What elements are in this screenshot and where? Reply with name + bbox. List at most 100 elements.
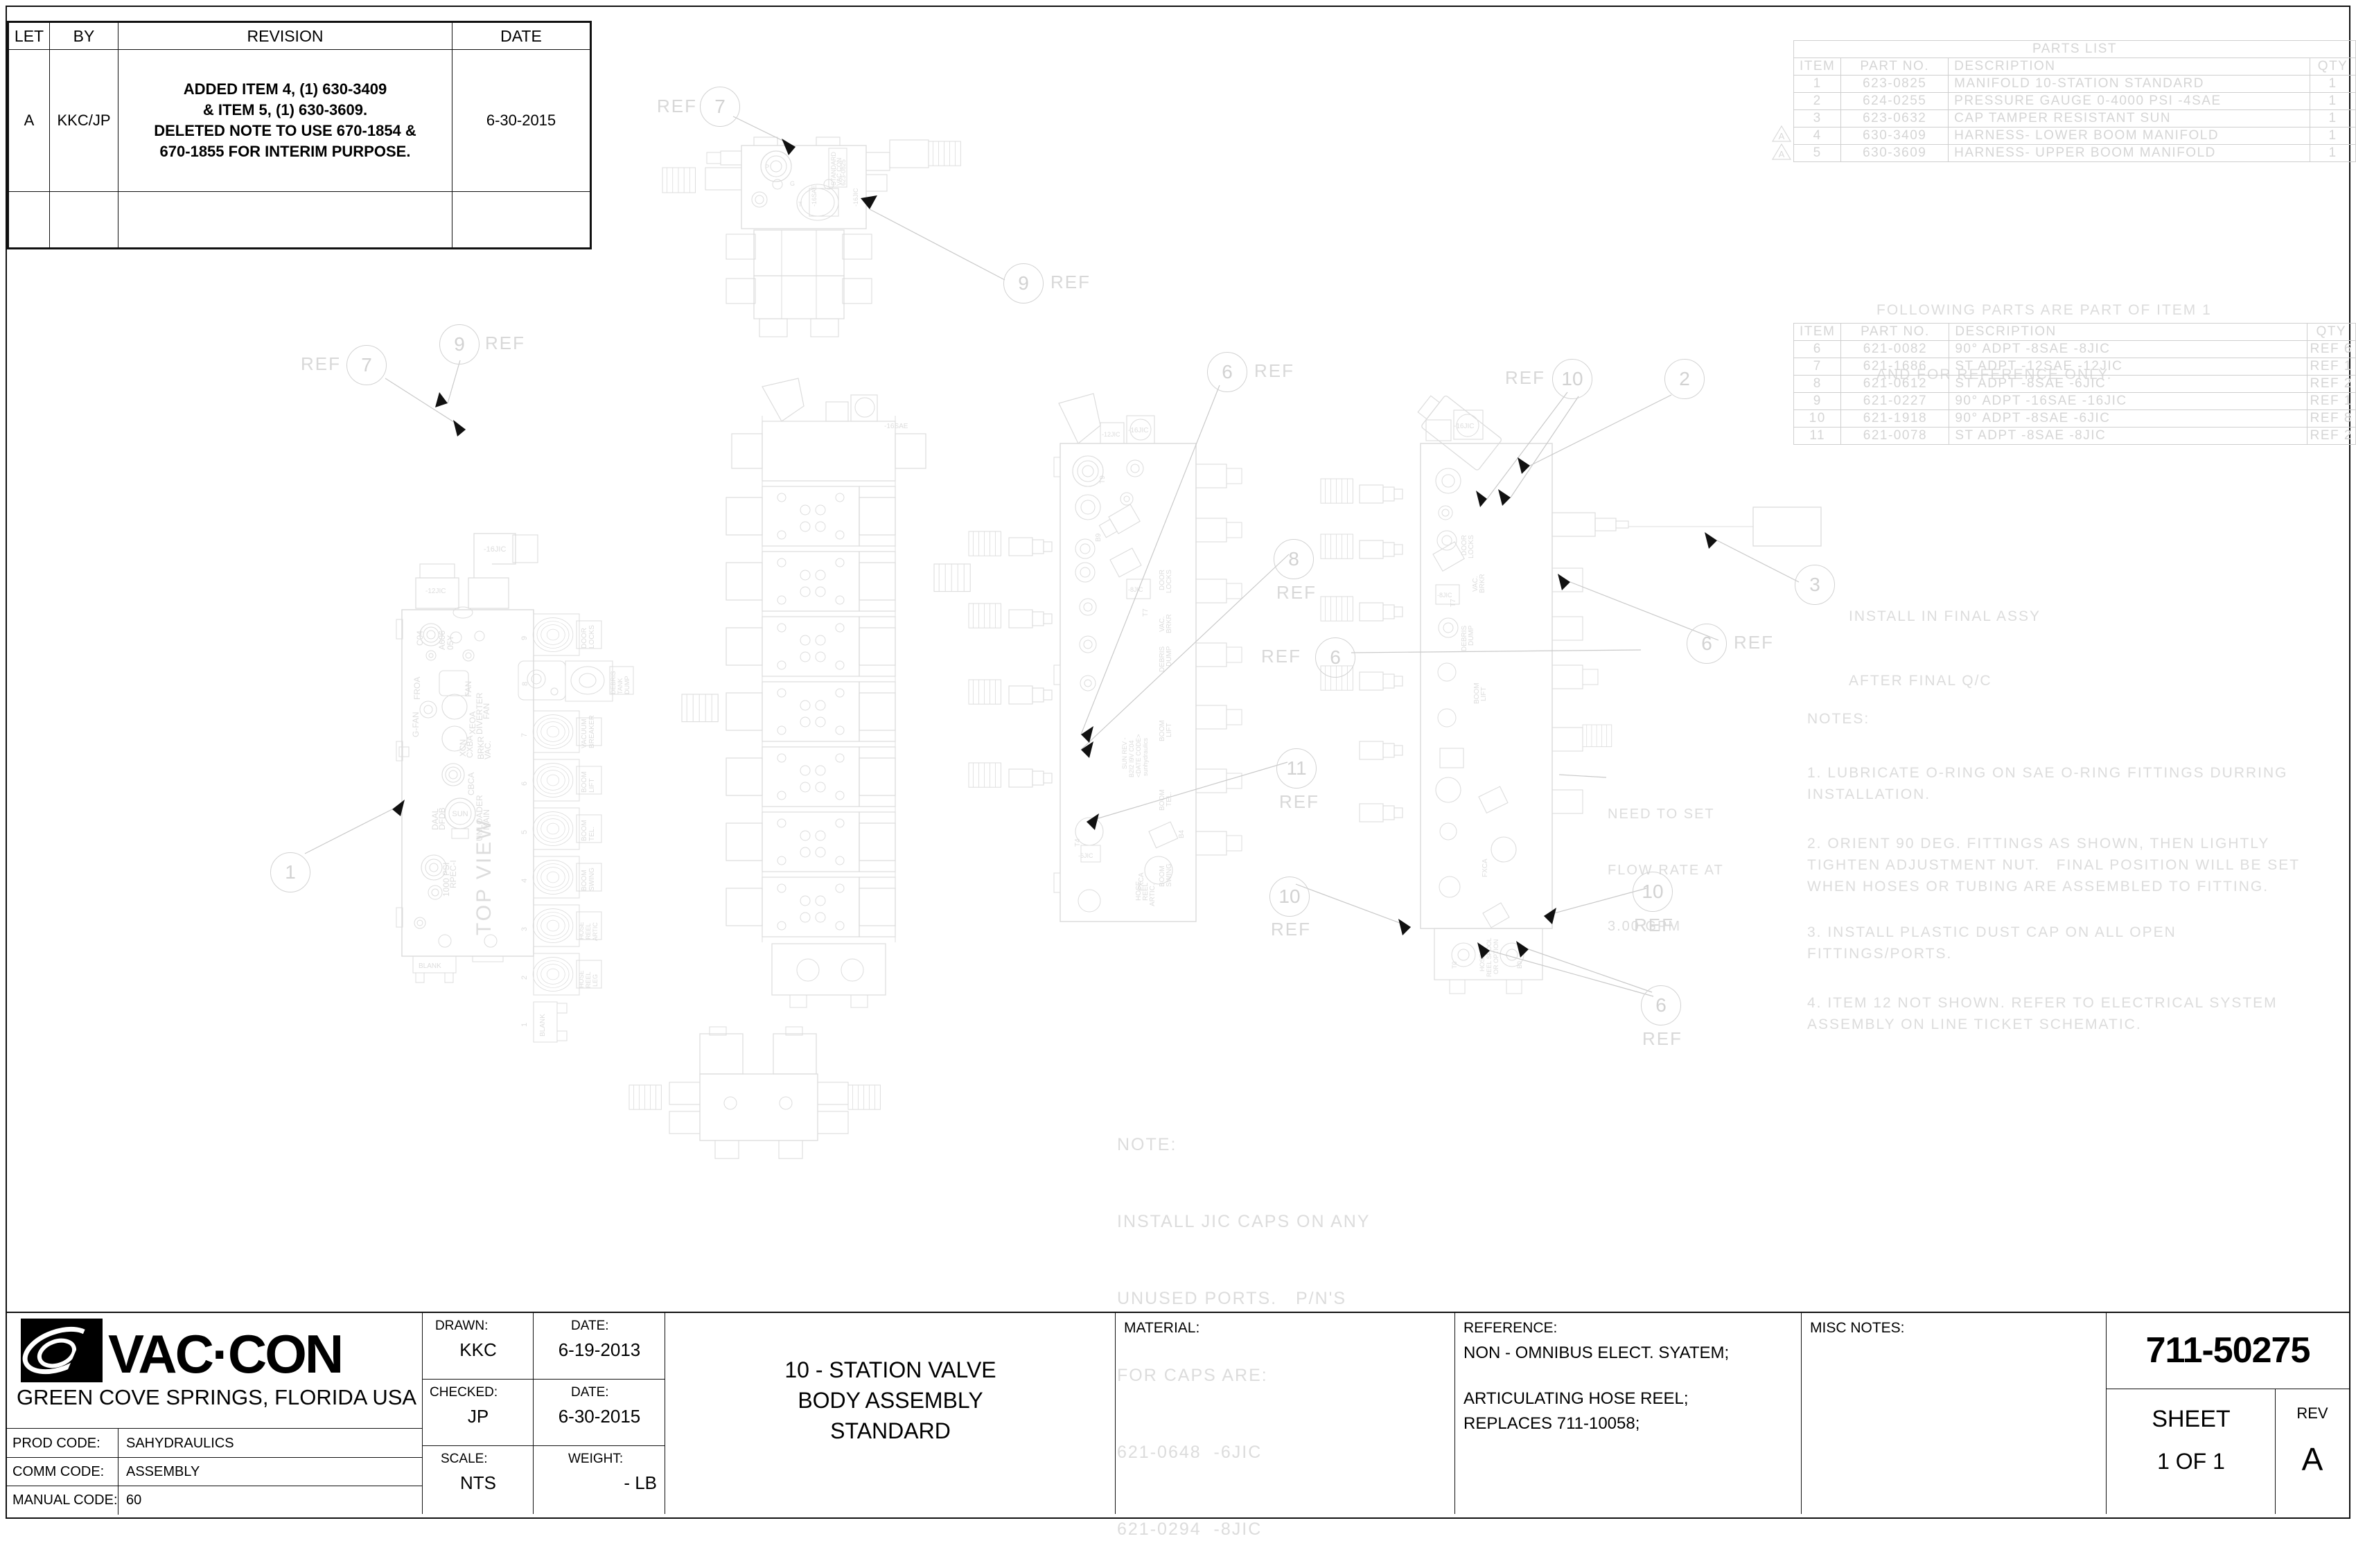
ref-parts-qty: REF 2 xyxy=(2306,427,2356,445)
svg-text:DOOR: DOOR xyxy=(1461,535,1468,556)
ref-parts-row: 7 621-1686 ST ADPT -12SAE -12JIC REF 1 xyxy=(1793,358,2356,376)
balloon-10-lower-left[interactable]: 10 xyxy=(1269,877,1310,917)
revision-empty-let xyxy=(8,191,50,248)
svg-text:3: 3 xyxy=(520,927,529,931)
svg-text:A: A xyxy=(1779,131,1785,141)
svg-text:T0: T0 xyxy=(1451,961,1458,969)
parts-list-row: 2 624-0255 PRESSURE GAUGE 0-4000 PSI -4S… xyxy=(1793,92,2356,110)
balloon-1[interactable]: 1 xyxy=(270,852,310,892)
svg-text:STANDARD: STANDARD xyxy=(830,152,837,186)
misc-notes-label: MISC NOTES: xyxy=(1810,1320,1905,1336)
jic-note-line-6: 621-0294 -8JIC xyxy=(1117,1519,1263,1539)
material-label: MATERIAL: xyxy=(1124,1320,1200,1336)
balloon-10-mid-ref: REF xyxy=(1505,367,1545,388)
material-cell: MATERIAL: xyxy=(1116,1313,1455,1514)
drawn-date-label: DATE: xyxy=(571,1319,609,1333)
balloon-9-top-ref: REF xyxy=(1050,272,1091,292)
svg-text:DOOR: DOOR xyxy=(581,628,588,649)
balloon-10-mid[interactable]: 10 xyxy=(1552,359,1592,399)
balloon-6-bottom[interactable]: 6 xyxy=(1641,985,1681,1025)
drawn-date-cell: DATE: 6-19-2013 xyxy=(534,1313,665,1380)
checked-date-label: DATE: xyxy=(571,1385,609,1400)
weight-value: - LB xyxy=(624,1472,657,1493)
svg-text:LIFT: LIFT xyxy=(588,778,596,793)
revision-line-3: DELETED NOTE TO USE 670-1854 & xyxy=(154,122,416,139)
svg-text:BLANK: BLANK xyxy=(539,1014,547,1037)
sheet-label: SHEET xyxy=(2152,1406,2231,1432)
balloon-3[interactable]: 3 xyxy=(1795,565,1835,605)
svg-text:5: 5 xyxy=(520,830,529,834)
balloon-2-number: 2 xyxy=(1679,368,1690,389)
svg-text:REEL SPOOL: REEL SPOOL xyxy=(1486,937,1493,977)
checked-label: CHECKED: xyxy=(430,1385,498,1400)
balloon-6-mid[interactable]: 6 xyxy=(1315,637,1355,678)
rev-label: REV xyxy=(2296,1404,2328,1422)
jic-note-line-3: UNUSED PORTS. P/N'S xyxy=(1117,1289,1347,1308)
balloon-11[interactable]: 11 xyxy=(1276,748,1317,789)
svg-text:FAN: FAN xyxy=(464,681,473,697)
revision-row: A KKC/JP ADDED ITEM 4, (1) 630-3409 & IT… xyxy=(8,49,590,192)
svg-text:C04: C04 xyxy=(415,631,425,646)
svg-text:ARTIC: ARTIC xyxy=(592,922,599,941)
balloon-7-left[interactable]: 7 xyxy=(346,345,387,385)
svg-text:HOSE: HOSE xyxy=(1135,881,1143,901)
flow-note-line-1: NEED TO SET xyxy=(1608,807,1715,822)
svg-text:sunhydraulics: sunhydraulics xyxy=(1142,737,1149,776)
balloon-10-lower-right[interactable]: 10 xyxy=(1633,872,1673,912)
flow-note-line-3: 3.00 GPM xyxy=(1608,919,1682,934)
balloon-10-lower-left-number: 10 xyxy=(1278,886,1301,907)
checked-date-cell: DATE: 6-30-2015 xyxy=(534,1380,665,1446)
ref-parts-header-qty: QTY xyxy=(2306,323,2356,341)
parts-row-description: CAP TAMPER RESISTANT SUN xyxy=(1948,109,2311,127)
balloon-9-top-number: 9 xyxy=(1018,272,1029,294)
svg-text:HOSE: HOSE xyxy=(578,970,585,988)
ref-parts-qty: REF 6 xyxy=(2306,340,2356,358)
svg-text:B0: B0 xyxy=(1516,961,1523,969)
balloon-8[interactable]: 8 xyxy=(1274,539,1314,579)
tamper-cap-part xyxy=(1752,506,1822,547)
revision-header-by: BY xyxy=(49,22,118,50)
manual-code-label: MANUAL CODE: xyxy=(12,1492,118,1508)
balloon-6-upper[interactable]: 6 xyxy=(1207,352,1247,392)
revision-header-let: LET xyxy=(8,22,50,50)
ref-parts-row: 11 621-0078 ST ADPT -8SAE -8JIC REF 2 xyxy=(1793,427,2356,445)
svg-text:G: G xyxy=(790,180,795,187)
assembly-drawing-artwork: STANDARD VAC CON 623-0825 -16SAE -16JIC … xyxy=(396,136,1822,1159)
svg-text:LOCKS: LOCKS xyxy=(1468,535,1475,558)
svg-text:SUN REV -: SUN REV - xyxy=(1121,737,1128,769)
svg-text:-8JIC: -8JIC xyxy=(1128,586,1143,593)
balloon-2[interactable]: 2 xyxy=(1664,359,1705,399)
reference-line-1: NON - OMNIBUS ELECT. SYATEM; xyxy=(1463,1344,1730,1362)
balloon-6-bottom-number: 6 xyxy=(1655,994,1667,1016)
svg-text:SWING: SWING xyxy=(588,867,596,891)
svg-text:A: A xyxy=(1779,149,1785,159)
parts-row-qty: 1 xyxy=(2310,127,2356,145)
balloon-8-number: 8 xyxy=(1288,548,1299,570)
balloon-6-upper-ref: REF xyxy=(1254,360,1294,381)
balloon-9-top[interactable]: 9 xyxy=(1003,263,1044,303)
drawing-title-line-1: 10 - STATION VALVE xyxy=(784,1357,996,1382)
ref-parts-item: 11 xyxy=(1793,427,1842,445)
balloon-6-right[interactable]: 6 xyxy=(1687,624,1727,664)
drawing-number-cell: 711-50275 xyxy=(2107,1313,2349,1389)
svg-text:HOSE: HOSE xyxy=(1479,953,1486,971)
balloon-7-top[interactable]: 7 xyxy=(700,87,740,127)
item3-callout-line-1: INSTALL IN FINAL ASSY xyxy=(1849,608,2041,624)
parts-list-table: PARTS LIST ITEM PART NO. DESCRIPTION QTY… xyxy=(1793,40,2356,162)
balloon-9-left[interactable]: 9 xyxy=(439,324,480,364)
svg-text:DEBRIS: DEBRIS xyxy=(610,671,617,694)
svg-text:T9: T9 xyxy=(1099,475,1107,484)
checked-date-value: 6-30-2015 xyxy=(558,1406,641,1427)
svg-text:UNLOADER: UNLOADER xyxy=(475,795,484,841)
svg-text:DUMP: DUMP xyxy=(624,676,631,695)
comm-code-label: COMM CODE: xyxy=(12,1464,105,1479)
balloon-10-lower-right-ref: REF xyxy=(1634,915,1674,935)
svg-text:MAIN: MAIN xyxy=(482,809,491,830)
reference-cell: REFERENCE: NON - OMNIBUS ELECT. SYATEM; … xyxy=(1455,1313,1802,1514)
svg-text:TOP VIEW: TOP VIEW xyxy=(473,818,495,935)
balloon-6-right-number: 6 xyxy=(1701,633,1712,654)
comm-code-value: ASSEMBLY xyxy=(126,1464,200,1479)
svg-text:T7: T7 xyxy=(1142,608,1150,617)
ref-parts-qty: REF 8 xyxy=(2306,409,2356,428)
weight-cell: WEIGHT: - LB xyxy=(534,1446,665,1514)
